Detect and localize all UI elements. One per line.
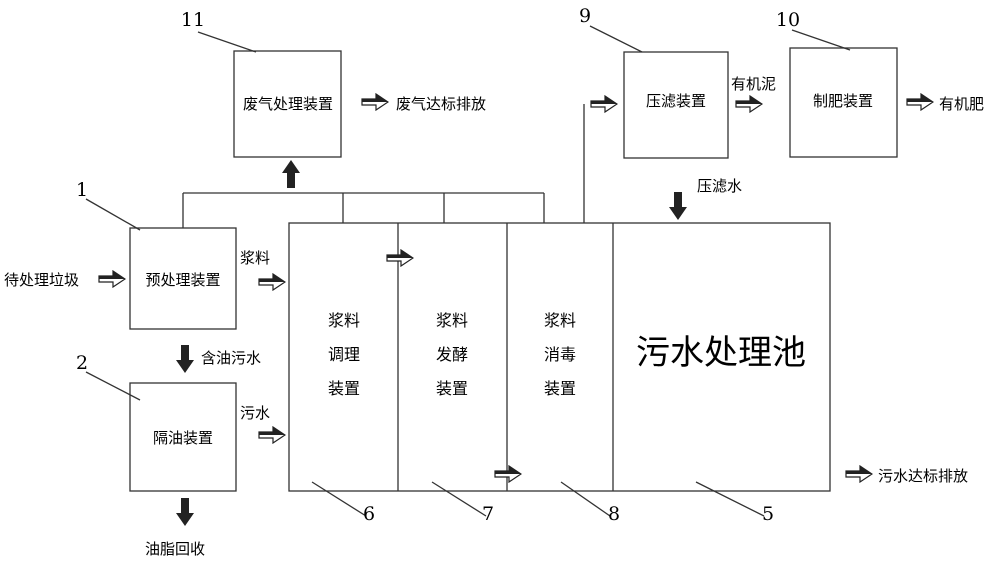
slurry-label: 浆料: [240, 249, 270, 267]
oily-wastewater-label: 含油污水: [201, 349, 261, 367]
oil-separator-label: 隔油装置: [153, 429, 213, 447]
leader-1: [85, 198, 141, 231]
callout-7: 7: [482, 503, 494, 525]
callout-10: 10: [776, 9, 800, 31]
sludge-arrow: [735, 95, 763, 113]
conditioning-label-line2: 调理: [328, 345, 360, 364]
exhaust-out-arrow: [361, 93, 389, 111]
conditioning-to-fermentation-arrow: [386, 249, 414, 267]
callout-5: 5: [762, 503, 774, 525]
fermentation-label-line1: 浆料: [436, 311, 468, 330]
wastewater-label: 污水: [240, 404, 270, 422]
leader-7: [431, 481, 487, 517]
callout-2: 2: [76, 352, 88, 374]
leader-5: [695, 481, 765, 517]
filter-press-box: [623, 51, 729, 159]
oil-separator-box: [129, 382, 237, 492]
organic-fertilizer-label: 有机肥: [939, 95, 984, 113]
conditioning-label-line3: 装置: [328, 379, 360, 398]
grease-recovery-label: 油脂回收: [145, 540, 205, 558]
fermentation-label-line2: 发酵: [436, 345, 468, 364]
grease-arrow: [176, 498, 194, 526]
sewage-pool-label: 污水处理池: [636, 333, 806, 373]
fertilizer-label: 制肥装置: [813, 92, 873, 110]
input-arrow: [98, 270, 126, 288]
fertilizer-out-arrow: [906, 93, 934, 111]
leader-6: [311, 481, 367, 517]
disinfection-label-line2: 消毒: [544, 345, 576, 364]
callout-9: 9: [579, 5, 591, 27]
filtrate-arrow: [669, 192, 687, 220]
leader-11: [197, 31, 257, 53]
filter-press-label: 压滤装置: [646, 92, 706, 110]
slurry-arrow: [258, 273, 286, 291]
disinfection-label-line3: 装置: [544, 379, 576, 398]
fermentation-label-line3: 装置: [436, 379, 468, 398]
pretreatment-label: 预处理装置: [145, 271, 220, 289]
callout-8: 8: [608, 503, 620, 525]
callout-11: 11: [181, 9, 205, 31]
wastewater-arrow: [258, 426, 286, 444]
filtrate-label: 压滤水: [697, 177, 742, 195]
processing-block: [288, 222, 831, 492]
exhaust-treatment-box: [233, 50, 342, 158]
disinfection-label-line1: 浆料: [544, 311, 576, 330]
leader-9: [589, 25, 643, 53]
callout-1: 1: [76, 179, 88, 201]
leader-8: [560, 481, 611, 517]
sewage-out-label: 污水达标排放: [878, 467, 968, 485]
exhaust-up-arrow: [282, 160, 300, 188]
conditioning-label-line1: 浆料: [328, 311, 360, 330]
filter-press-in-arrow: [590, 95, 618, 113]
callout-6: 6: [363, 503, 375, 525]
leader-10: [791, 29, 851, 51]
leader-2: [85, 371, 141, 401]
input-waste-label: 待处理垃圾: [4, 271, 79, 289]
exhaust-out-label: 废气达标排放: [396, 95, 486, 113]
exhaust-treatment-label: 废气处理装置: [243, 95, 333, 113]
organic-sludge-label: 有机泥: [731, 75, 776, 93]
sewage-out-arrow: [845, 465, 873, 483]
oily-wastewater-arrow: [176, 345, 194, 373]
fermentation-to-disinfection-arrow: [494, 465, 522, 483]
